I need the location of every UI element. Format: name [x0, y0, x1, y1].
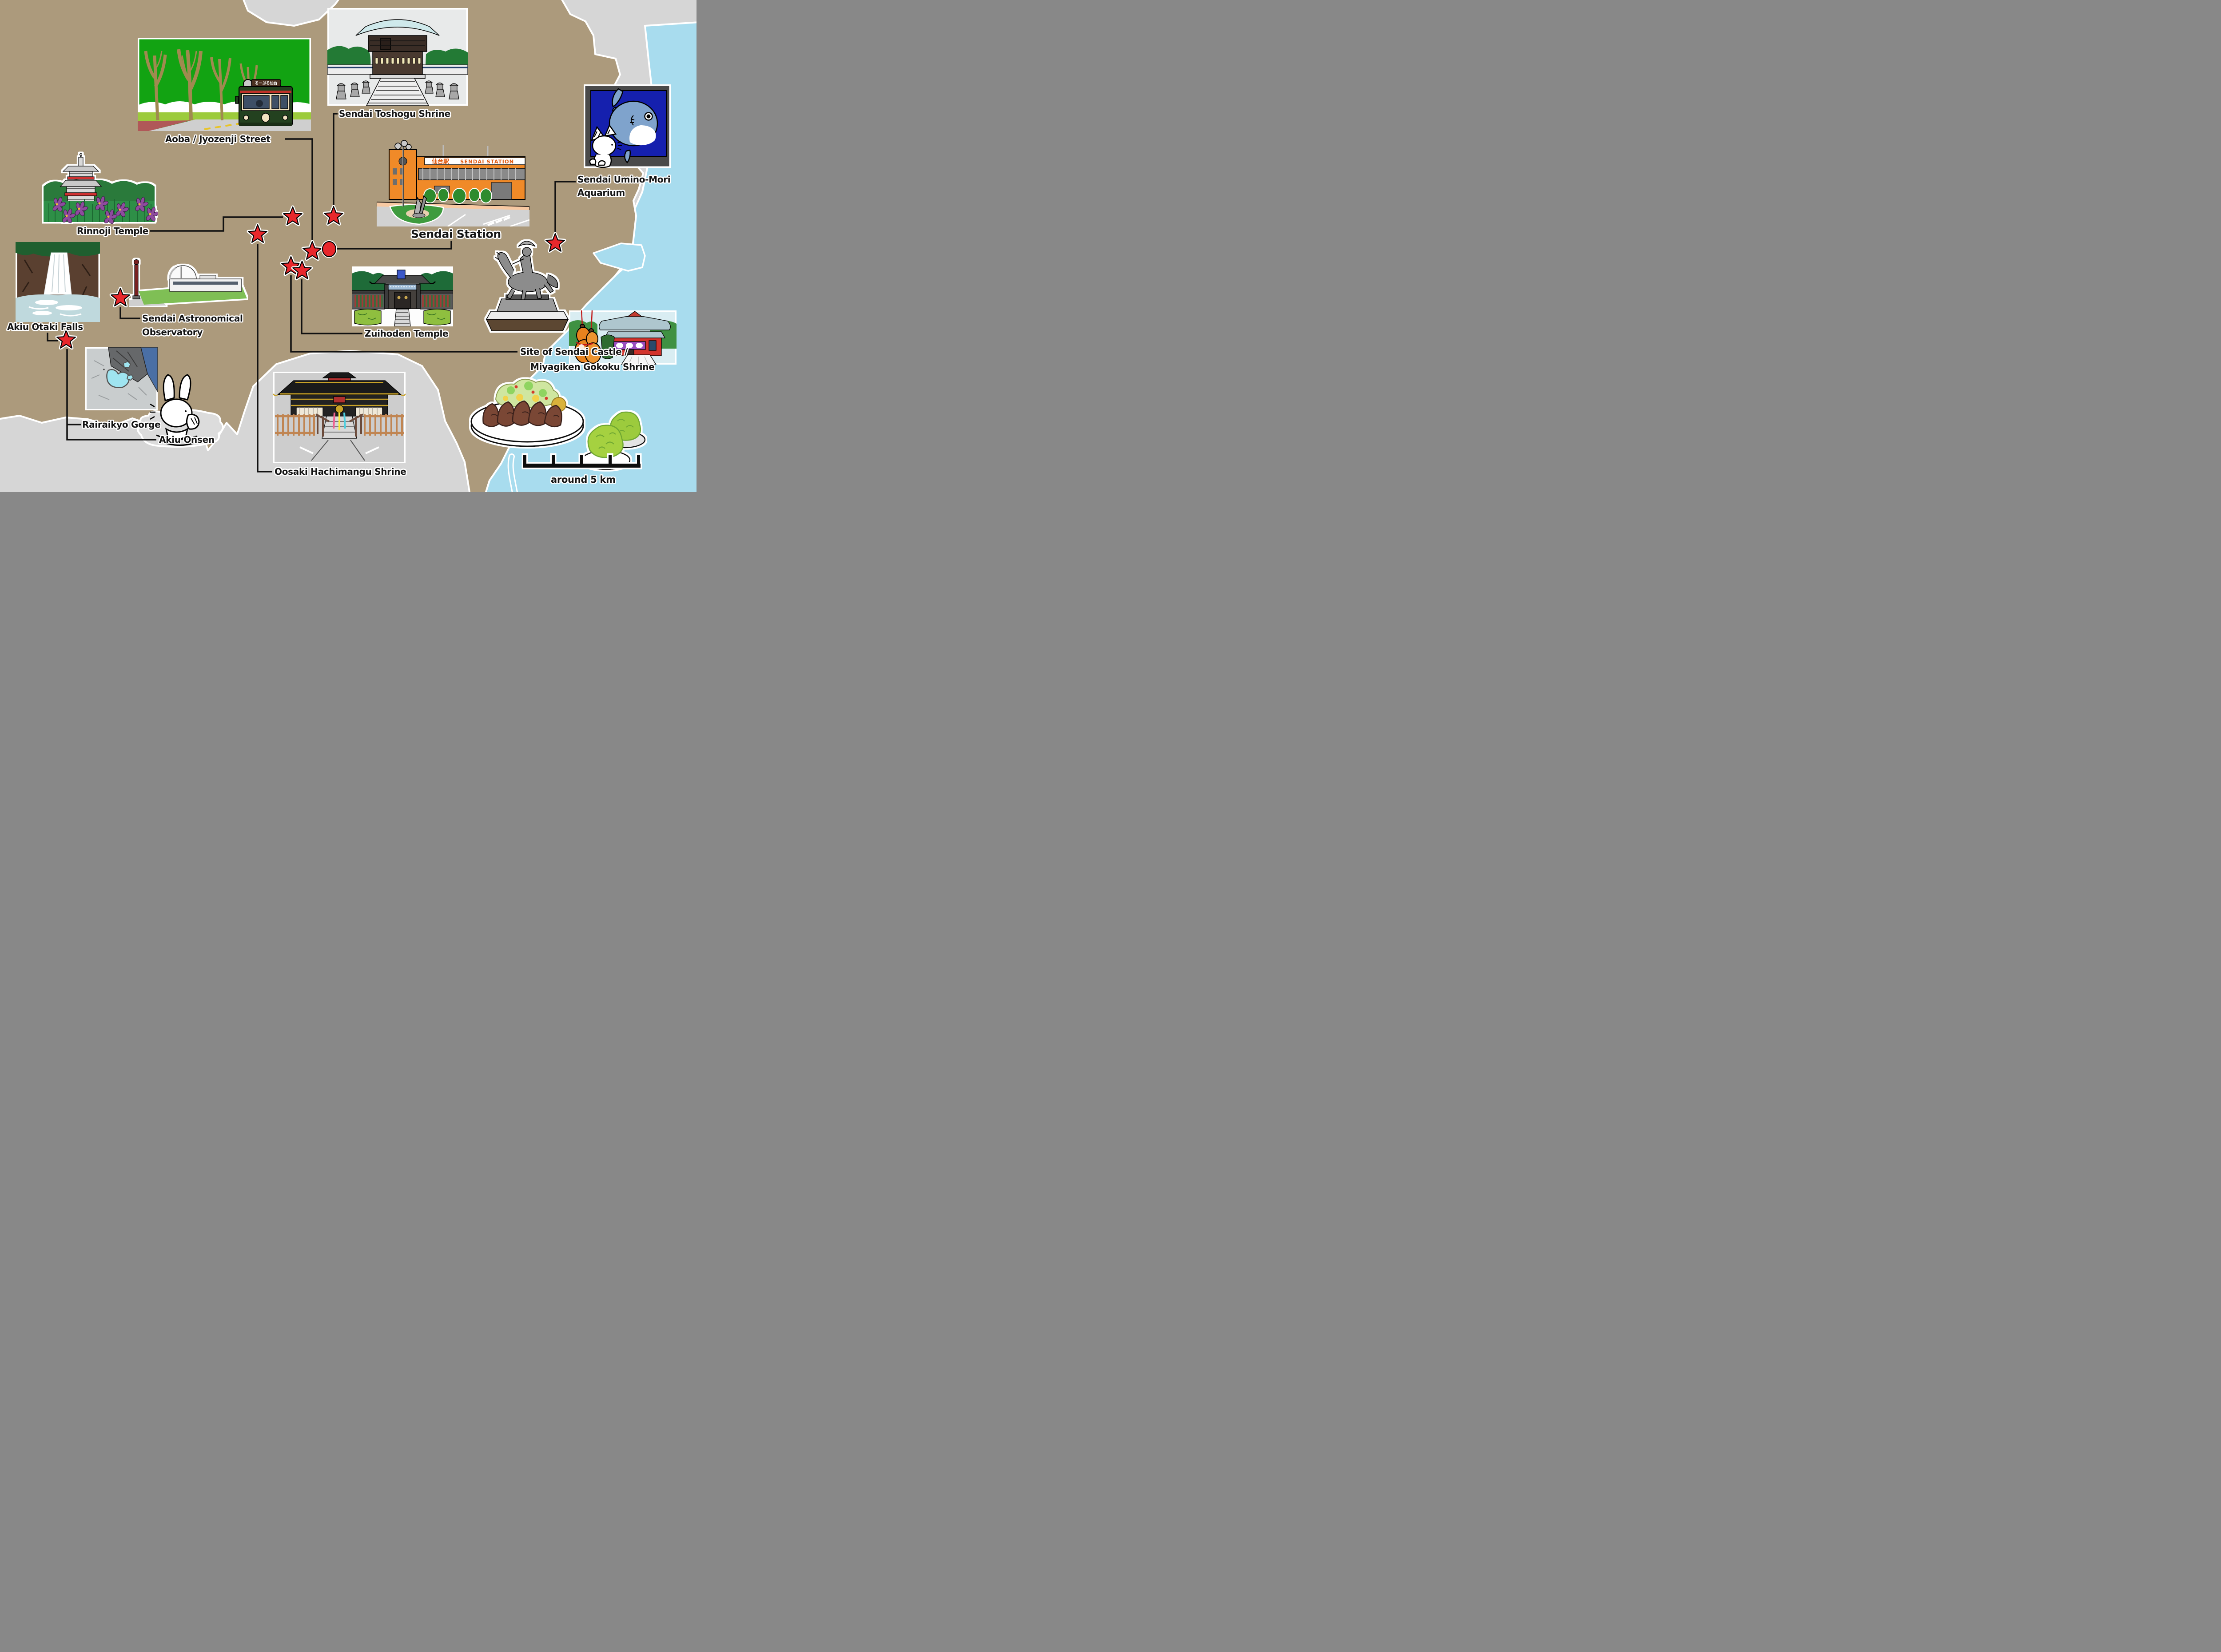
connector-toshogu [333, 113, 338, 207]
label-rinnoji-temple[interactable]: Rinnoji Temple [77, 226, 149, 236]
cat [589, 124, 622, 168]
label-akiu-onsen[interactable]: Akiu Onsen [159, 434, 215, 445]
loople-bus: るーぷる仙台 [235, 79, 293, 126]
salad [495, 379, 559, 408]
label-sendai-station[interactable]: Sendai Station [411, 227, 501, 241]
illustration-umino-mori-aquarium [584, 84, 671, 168]
sendai-tourist-map: るーぷる仙台 [0, 0, 697, 492]
stone-lanterns [336, 80, 459, 99]
connector-aoba [285, 138, 313, 243]
monument-pole [132, 259, 140, 299]
star-marker-aoba-jyozenji-street[interactable] [303, 242, 322, 259]
illustration-gyutan-beef-tongue [470, 379, 584, 447]
scale-bar-label: around 5 km [551, 474, 616, 485]
illustration-date-masamune-statue [486, 241, 569, 331]
star-marker-oosaki-hachimangu-shrine[interactable] [248, 225, 267, 242]
illustration-sendai-station: 仙台駅 SENDAI STATION [377, 140, 529, 226]
river-inlet [593, 242, 646, 272]
iris-flowers [52, 196, 158, 224]
connector-aquarium [554, 181, 576, 234]
circle-marker-sendai-station[interactable] [321, 240, 337, 258]
label-sendai-toshogu-shrine[interactable]: Sendai Toshogu Shrine [339, 108, 450, 119]
river-water [509, 455, 517, 492]
label-site-of-sendai-castle-line1[interactable]: Site of Sendai Castle / [520, 346, 628, 357]
label-umino-mori-aquarium-line1[interactable]: Sendai Umino-Mori [577, 174, 671, 185]
connector-lines [47, 113, 576, 473]
star-marker-sendai-toshogu-shrine[interactable] [324, 206, 343, 224]
connector-castle [290, 275, 517, 353]
connector-rinnoji [150, 216, 283, 232]
illustration-astronomical-observatory [129, 259, 247, 306]
tongue-slices [482, 400, 562, 428]
markers [0, 0, 697, 492]
connector-oosaki [257, 244, 272, 473]
street-lamp [394, 140, 412, 150]
connector-station [336, 241, 452, 250]
connector-zuihoden [301, 279, 362, 334]
connector-observatory [119, 307, 140, 319]
bare-trees [144, 49, 258, 121]
illustration-akiu-onsen-rabbit [137, 374, 224, 448]
illustration-akiu-otaki-falls [16, 242, 100, 322]
illustration-rairaikyo-gorge [85, 347, 158, 410]
svg-text:るーぷる仙台: るーぷる仙台 [255, 81, 278, 86]
star-marker-rinnoji-temple[interactable] [283, 207, 302, 225]
connector-akiu-falls [47, 333, 58, 342]
illustration-miyagiken-gokoku-shrine [569, 310, 677, 365]
streamers [333, 412, 346, 430]
steam-pool [137, 409, 224, 448]
v-monument [412, 195, 427, 218]
label-astronomical-observatory-line2[interactable]: Observatory [142, 327, 203, 338]
hanging-gourds [574, 310, 601, 364]
label-oosaki-hachimangu-shrine[interactable]: Oosaki Hachimangu Shrine [275, 466, 406, 477]
illustration-rinnoji-temple [44, 153, 158, 224]
label-rairaikyo-gorge[interactable]: Rairaikyo Gorge [82, 419, 161, 430]
label-site-of-sendai-castle-line2[interactable]: Miyagiken Gokoku Shrine [530, 361, 655, 372]
svg-text:仙台駅: 仙台駅 [432, 158, 450, 165]
bathing-rabbit [150, 374, 200, 446]
label-umino-mori-aquarium-line2[interactable]: Aquarium [577, 187, 625, 198]
lantern-row [375, 57, 421, 64]
star-marker-umino-mori-aquarium[interactable] [546, 234, 565, 251]
label-astronomical-observatory-line1[interactable]: Sendai Astronomical [142, 313, 243, 324]
illustration-aoba-jyozenji-street-bus: るーぷる仙台 [138, 38, 311, 131]
sunfish [609, 88, 658, 163]
illustration-oosaki-hachimangu-shrine [273, 372, 406, 463]
scale-bar [523, 455, 641, 468]
illustration-zuihoden-temple [352, 266, 453, 326]
trees-row [423, 188, 492, 204]
connector-akiu-onsen [66, 349, 156, 441]
label-zuihoden-temple[interactable]: Zuihoden Temple [365, 328, 449, 339]
label-akiu-otaki-falls[interactable]: Akiu Otaki Falls [7, 322, 83, 332]
svg-text:SENDAI STATION: SENDAI STATION [460, 159, 514, 165]
label-aoba-jyozenji-street[interactable]: Aoba / Jyozenji Street [165, 134, 271, 144]
illustration-sendai-toshogu-shrine [327, 8, 468, 106]
star-marker-akiu-area[interactable] [57, 330, 76, 348]
star-marker-astronomical-observatory[interactable] [111, 288, 130, 306]
